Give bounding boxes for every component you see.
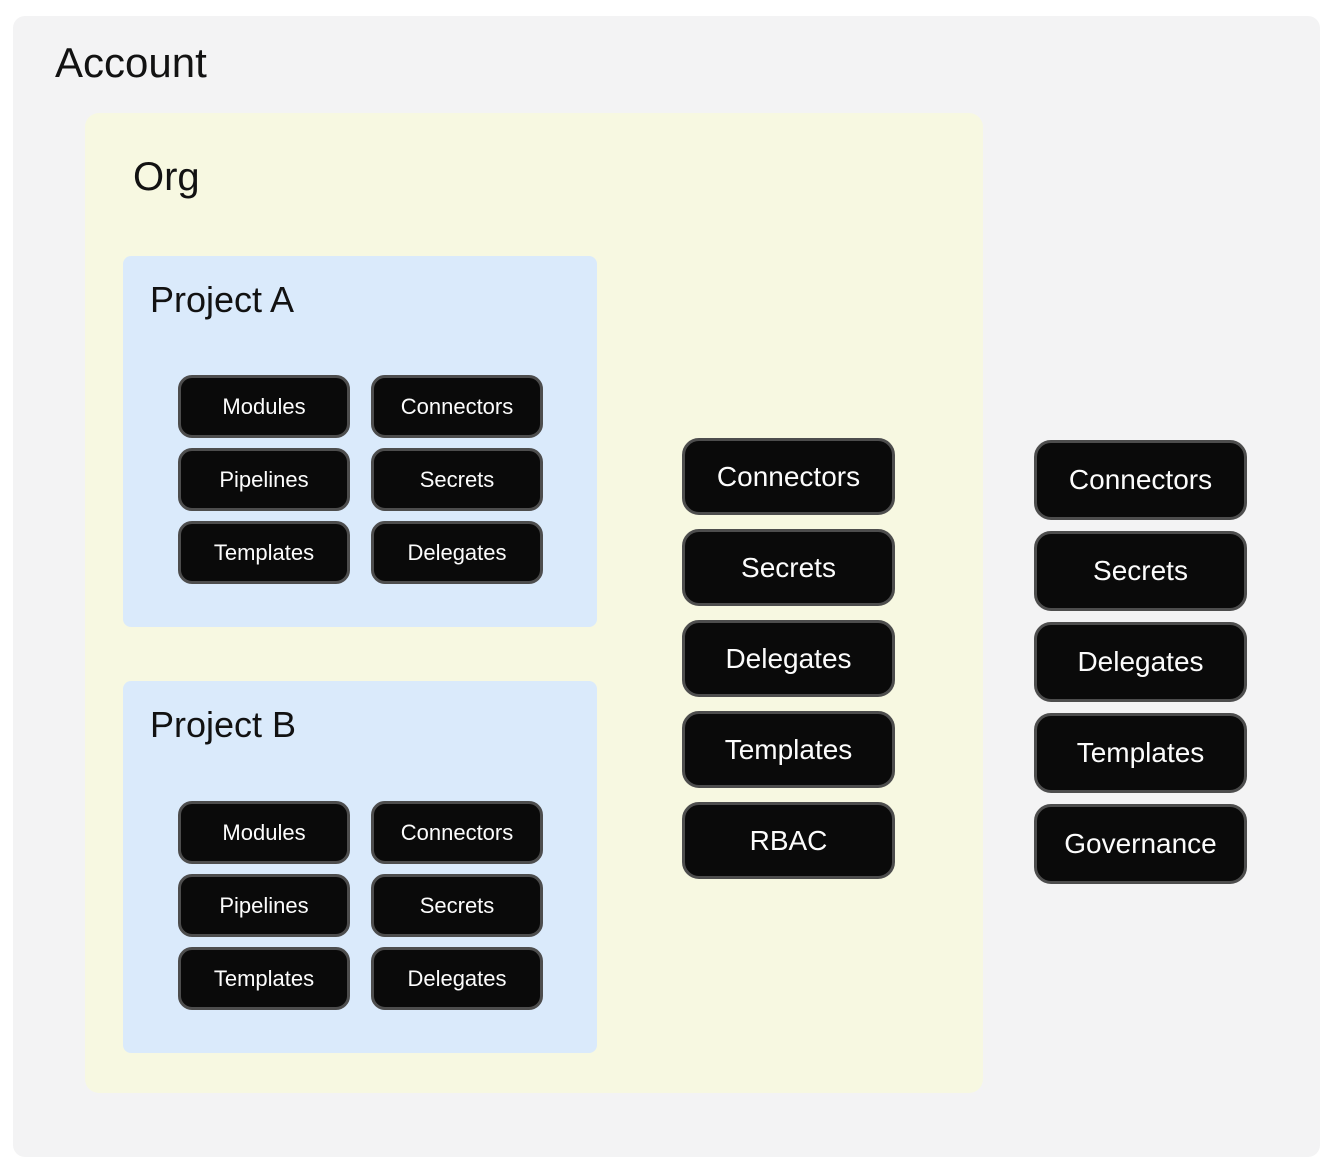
project-b-node-delegates: Delegates — [371, 947, 543, 1010]
org-node-rbac: RBAC — [682, 802, 895, 879]
org-node-templates: Templates — [682, 711, 895, 788]
account-scope-box: Account Org Project A Modules Connectors… — [13, 16, 1320, 1157]
project-a-box: Project A Modules Connectors Pipelines S… — [123, 256, 597, 627]
account-node-delegates: Delegates — [1034, 622, 1247, 702]
account-node-governance: Governance — [1034, 804, 1247, 884]
org-node-delegates: Delegates — [682, 620, 895, 697]
project-a-node-modules: Modules — [178, 375, 350, 438]
project-b-node-templates: Templates — [178, 947, 350, 1010]
org-node-secrets: Secrets — [682, 529, 895, 606]
org-scope-title: Org — [133, 155, 200, 199]
account-scope-title: Account — [55, 39, 207, 86]
project-b-box: Project B Modules Connectors Pipelines S… — [123, 681, 597, 1053]
project-a-node-secrets: Secrets — [371, 448, 543, 511]
project-a-node-delegates: Delegates — [371, 521, 543, 584]
account-node-templates: Templates — [1034, 713, 1247, 793]
account-node-secrets: Secrets — [1034, 531, 1247, 611]
account-node-connectors: Connectors — [1034, 440, 1247, 520]
project-a-node-connectors: Connectors — [371, 375, 543, 438]
project-a-title: Project A — [150, 279, 295, 320]
project-b-node-connectors: Connectors — [371, 801, 543, 864]
project-a-resource-grid: Modules Connectors Pipelines Secrets Tem… — [178, 375, 543, 584]
project-b-title: Project B — [150, 704, 297, 745]
project-a-node-templates: Templates — [178, 521, 350, 584]
org-node-connectors: Connectors — [682, 438, 895, 515]
org-resource-column: Connectors Secrets Delegates Templates R… — [682, 438, 895, 879]
project-b-resource-grid: Modules Connectors Pipelines Secrets Tem… — [178, 801, 543, 1010]
org-scope-box: Org Project A Modules Connectors Pipelin… — [85, 113, 983, 1093]
project-b-node-pipelines: Pipelines — [178, 874, 350, 937]
project-b-node-secrets: Secrets — [371, 874, 543, 937]
project-a-node-pipelines: Pipelines — [178, 448, 350, 511]
account-resource-column: Connectors Secrets Delegates Templates G… — [1034, 440, 1247, 884]
project-b-node-modules: Modules — [178, 801, 350, 864]
